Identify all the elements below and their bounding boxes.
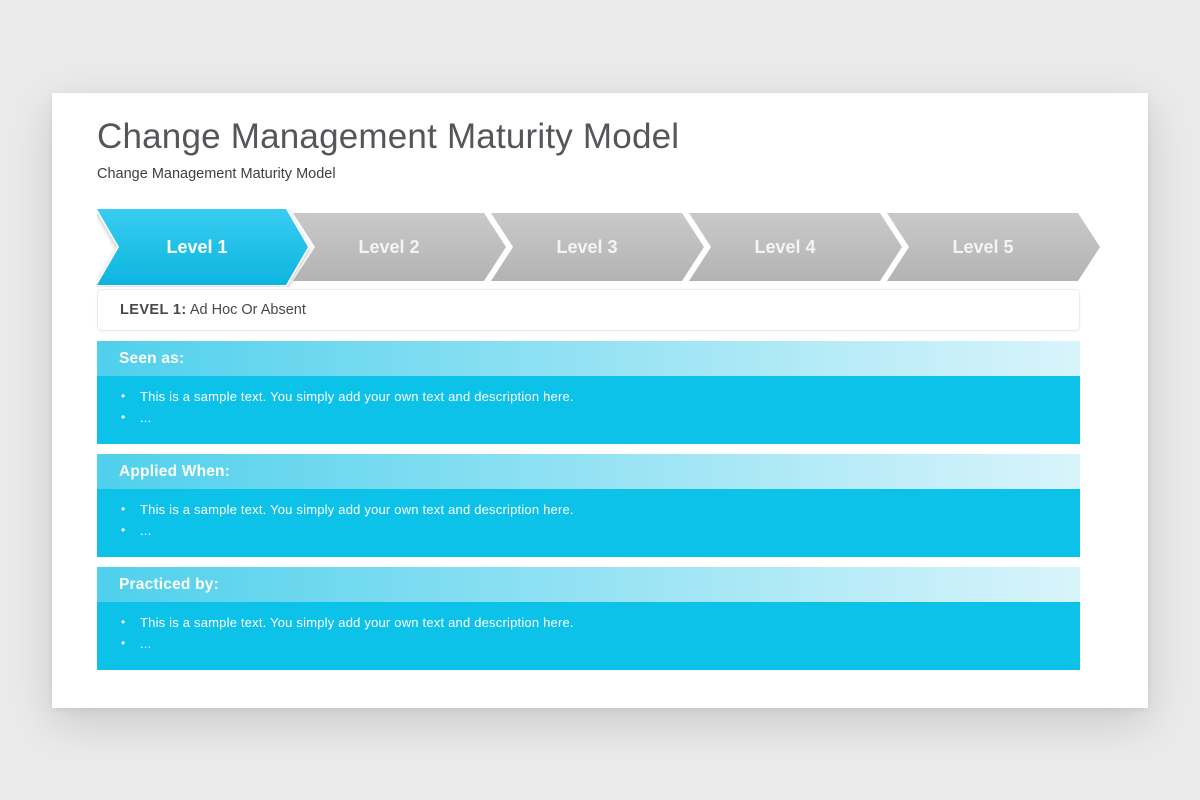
level-banner-text: Ad Hoc Or Absent <box>189 302 306 318</box>
level-4-arrow-shape <box>689 213 902 281</box>
level-5-arrow-shape <box>887 213 1100 281</box>
section-practiced-by: Practiced by: This is a sample text. You… <box>97 567 1080 670</box>
section-seen-as-heading: Seen as: <box>97 341 1080 376</box>
level-3-label: Level 3 <box>556 237 617 257</box>
level-2-label: Level 2 <box>358 237 419 257</box>
level-tab-5[interactable]: Level 5 <box>887 213 1100 281</box>
level-3-arrow-shape <box>491 213 704 281</box>
section-seen-as-bullet-list: This is a sample text. You simply add yo… <box>121 386 1080 428</box>
section-applied-when-body: This is a sample text. You simply add yo… <box>97 489 1080 557</box>
section-seen-as-body: This is a sample text. You simply add yo… <box>97 376 1080 444</box>
section-applied-when-bullet-list: This is a sample text. You simply add yo… <box>121 499 1080 541</box>
section-practiced-by-body: This is a sample text. You simply add yo… <box>97 602 1080 670</box>
level-1-label: Level 1 <box>166 237 227 257</box>
level-banner: LEVEL 1: Ad Hoc Or Absent <box>97 289 1080 331</box>
level-tab-4[interactable]: Level 4 <box>689 213 902 281</box>
section-seen-as: Seen as: This is a sample text. You simp… <box>97 341 1080 444</box>
level-5-label: Level 5 <box>952 237 1013 257</box>
section-practiced-by-heading: Practiced by: <box>97 567 1080 602</box>
page-title: Change Management Maturity Model <box>97 117 680 156</box>
bullet-item: ... <box>121 520 1080 541</box>
level-tab-3[interactable]: Level 3 <box>491 213 704 281</box>
section-practiced-by-bullet-list: This is a sample text. You simply add yo… <box>121 612 1080 654</box>
bullet-item: ... <box>121 407 1080 428</box>
level-4-label: Level 4 <box>754 237 815 257</box>
level-banner-prefix: LEVEL 1: <box>120 302 187 318</box>
section-applied-when-heading: Applied When: <box>97 454 1080 489</box>
page-subtitle: Change Management Maturity Model <box>97 166 336 182</box>
level-1-arrow-shape <box>97 209 310 287</box>
level-2-arrow-shape <box>293 213 506 281</box>
level-tab-2[interactable]: Level 2 <box>293 213 506 281</box>
maturity-level-arrows: Level 2 Level 3 Level 4 Level 5 Level 1 <box>97 209 1100 287</box>
bullet-item: This is a sample text. You simply add yo… <box>121 386 1080 407</box>
bullet-item: ... <box>121 633 1080 654</box>
level-tab-1-active[interactable]: Level 1 <box>97 209 310 287</box>
slide-card: Change Management Maturity Model Change … <box>52 93 1148 708</box>
bullet-item: This is a sample text. You simply add yo… <box>121 499 1080 520</box>
bullet-item: This is a sample text. You simply add yo… <box>121 612 1080 633</box>
section-applied-when: Applied When: This is a sample text. You… <box>97 454 1080 557</box>
